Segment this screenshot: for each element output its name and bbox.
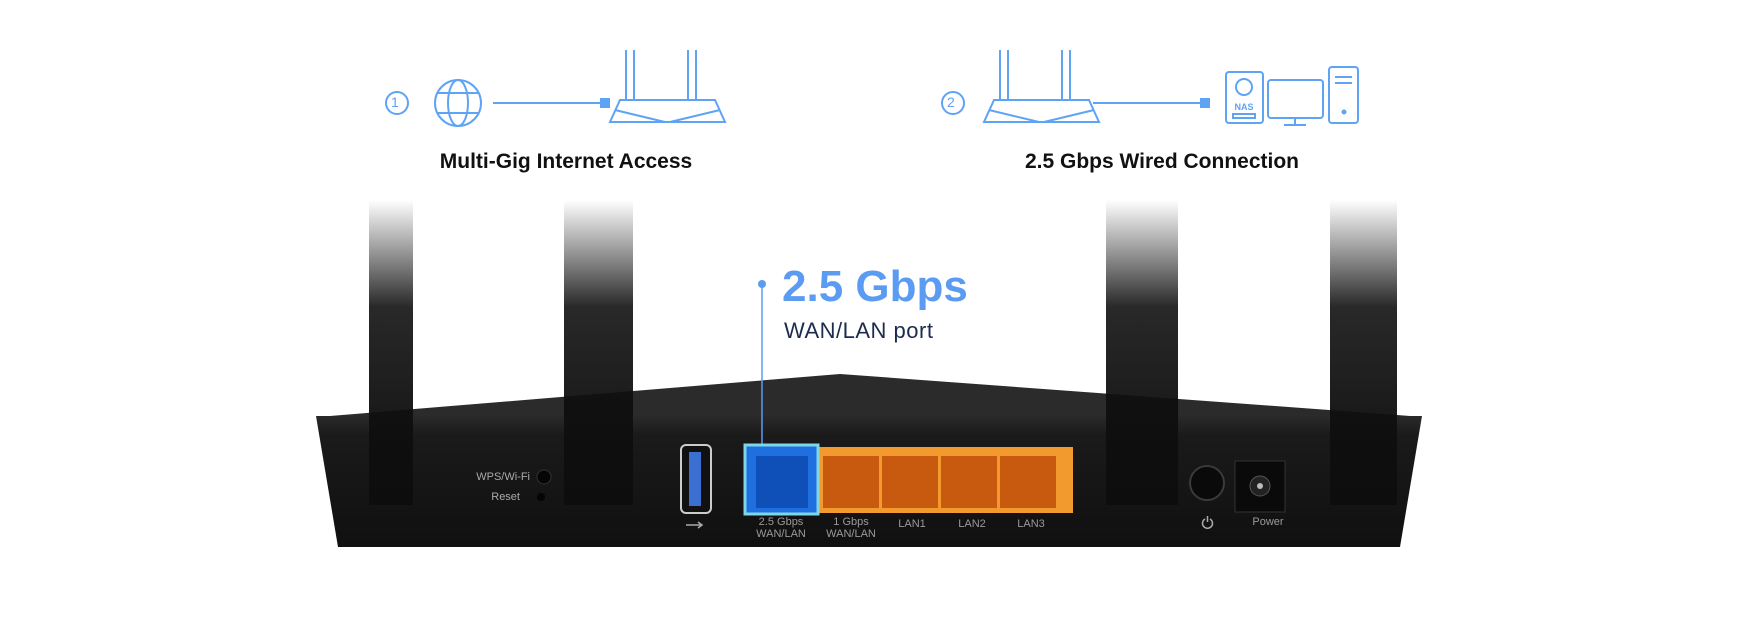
power-button <box>1189 465 1225 501</box>
antenna <box>564 200 633 505</box>
nas-icon <box>1225 71 1264 124</box>
monitor-icon <box>1267 79 1324 126</box>
nas-label: NAS <box>1234 102 1253 112</box>
router-roof <box>330 374 1410 416</box>
usb-icon <box>686 521 704 529</box>
step-1-number: 1 <box>391 94 399 110</box>
router-icon <box>608 50 727 123</box>
port-label-line: 1 Gbps <box>833 516 869 528</box>
reset-hole <box>537 493 545 501</box>
antenna <box>1106 200 1178 505</box>
router-icon <box>982 50 1101 123</box>
antenna <box>369 200 413 505</box>
wps-button <box>536 469 552 485</box>
globe-icon <box>434 79 482 127</box>
callout-title: 2.5 Gbps <box>782 262 968 311</box>
step-1-caption: Multi-Gig Internet Access <box>439 150 693 173</box>
step-2-caption: 2.5 Gbps Wired Connection <box>1024 150 1300 173</box>
step-1-circle-icon <box>385 91 409 115</box>
port-label-line: WAN/LAN <box>756 528 806 540</box>
antenna <box>1330 200 1397 505</box>
port-label-line: WAN/LAN <box>826 528 876 540</box>
tower-icon <box>1328 66 1359 124</box>
power-label: Power <box>1252 516 1284 528</box>
step-2-circle-icon <box>941 91 965 115</box>
port-label-lan3: LAN3 <box>1017 518 1045 530</box>
wps-label: WPS/Wi-Fi <box>476 471 530 483</box>
step-2-number: 2 <box>947 94 955 110</box>
power-icon <box>1201 516 1214 530</box>
callout-subtitle: WAN/LAN port <box>784 318 934 343</box>
port-label-lan2: LAN2 <box>958 518 986 530</box>
port-label-line: 2.5 Gbps <box>758 516 804 528</box>
port-label-lan1: LAN1 <box>898 518 926 530</box>
reset-label: Reset <box>491 491 520 503</box>
